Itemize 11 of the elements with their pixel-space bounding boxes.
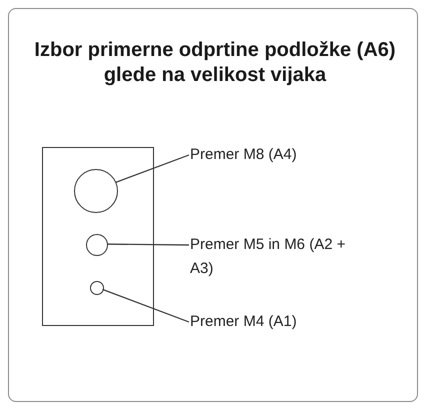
callout-text: Premer M8 (A4) — [190, 143, 360, 167]
hole — [90, 281, 104, 295]
leader-line — [102, 288, 190, 323]
hole — [86, 234, 108, 256]
leader-line — [107, 244, 189, 246]
hole — [74, 169, 118, 213]
callout-text: Premer M4 (A1) — [190, 310, 360, 334]
title: Izbor primerne odprtine podložke (A6) glede na velikost vijaka — [33, 38, 397, 88]
leader-line — [115, 154, 190, 183]
callout-text: Premer M5 in M6 (A2 + A3) — [190, 233, 360, 281]
washer-plate — [42, 147, 154, 326]
